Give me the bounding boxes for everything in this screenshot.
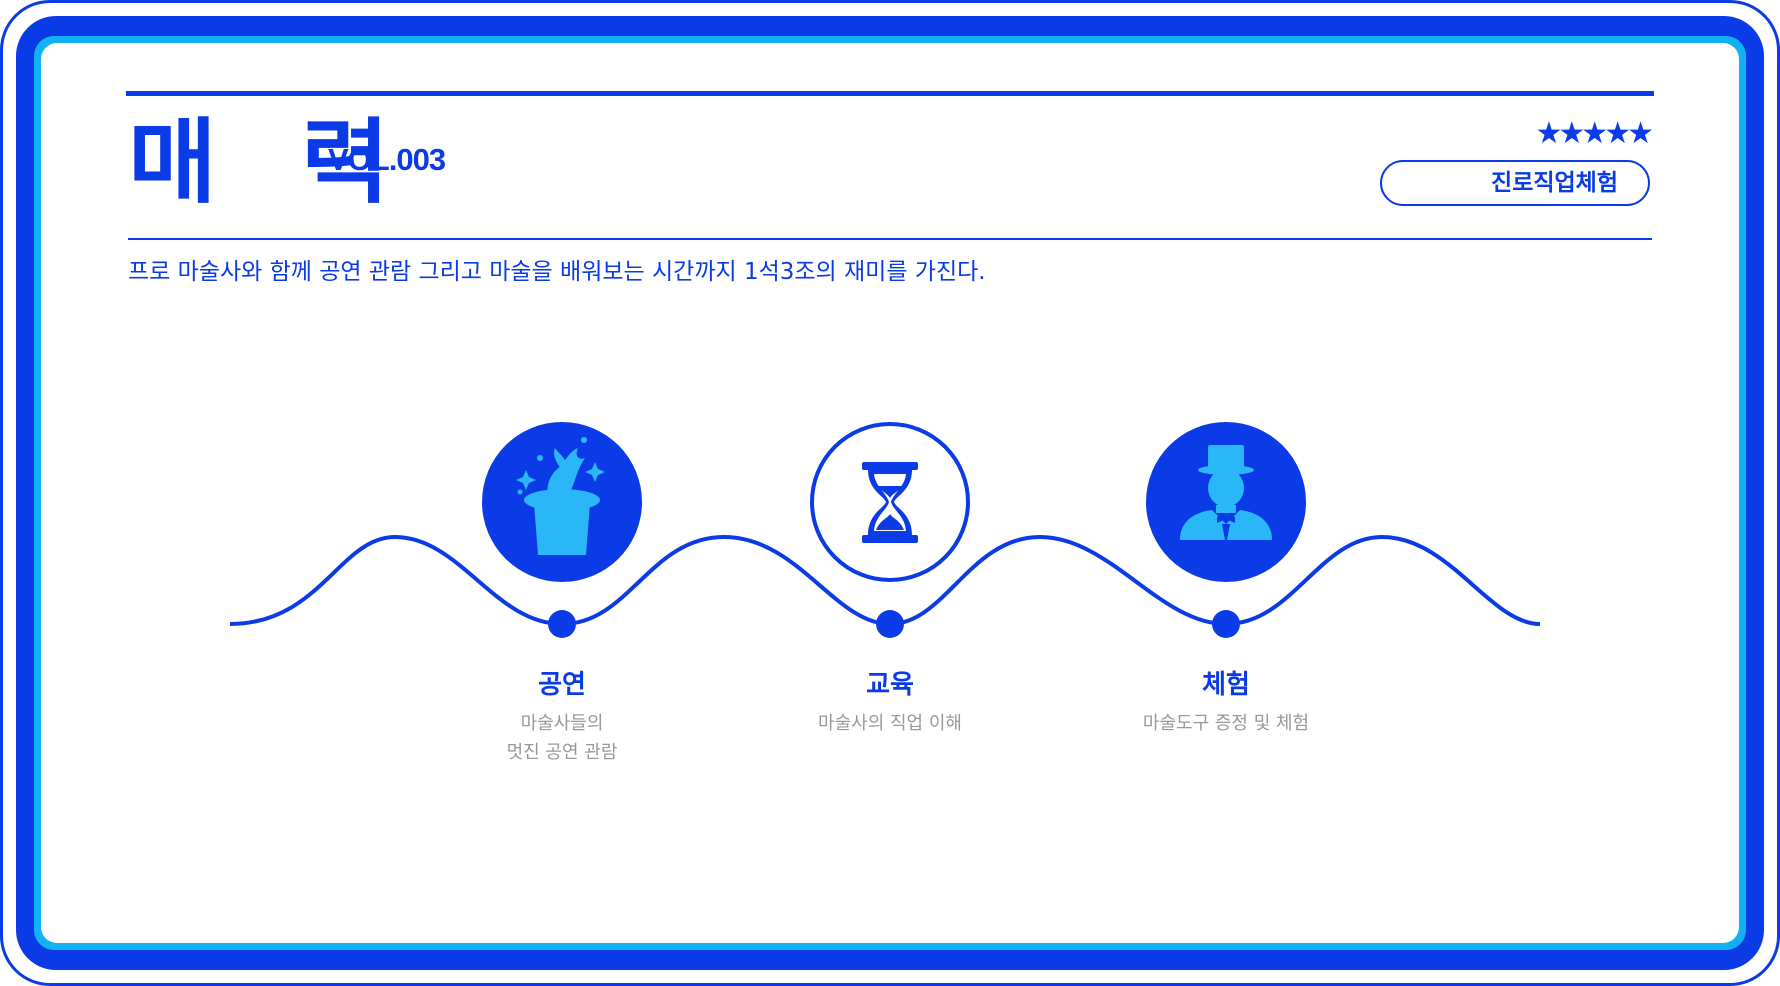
hourglass-icon [862, 462, 918, 543]
top-rule [126, 91, 1654, 96]
step-node-experience [1146, 422, 1306, 638]
step-title-education: 교육 [866, 670, 914, 700]
step-subtitle-experience: 마술도구 증정 및 체험 [1142, 713, 1310, 734]
step-title-performance: 공연 [538, 670, 586, 700]
step-subtitle-education: 마술사의 직업 이해 [818, 713, 962, 734]
divider [128, 238, 1652, 240]
step-dot [1212, 610, 1240, 638]
step-title-experience: 체험 [1202, 670, 1250, 700]
description-text: 프로 마술사와 함께 공연 관람 그리고 마술을 배워보는 시간까지 1석3조의… [128, 259, 986, 285]
category-tag: 진로직업체험 [1380, 160, 1650, 206]
step-node-education [810, 422, 970, 638]
magic-hat-dove-icon [516, 437, 605, 555]
page-title: 매 력 [128, 109, 415, 216]
magician-icon [1180, 445, 1272, 540]
step-subtitle-performance-line2: 멋진 공연 관람 [506, 742, 618, 763]
rating-stars: ★★★★★ [1535, 116, 1655, 151]
step-dot [876, 610, 904, 638]
step-subtitle-performance-line1: 마술사들의 [520, 713, 604, 734]
step-node-performance [482, 422, 642, 638]
volume-label: VOL.003 [328, 142, 446, 177]
step-dot [548, 610, 576, 638]
